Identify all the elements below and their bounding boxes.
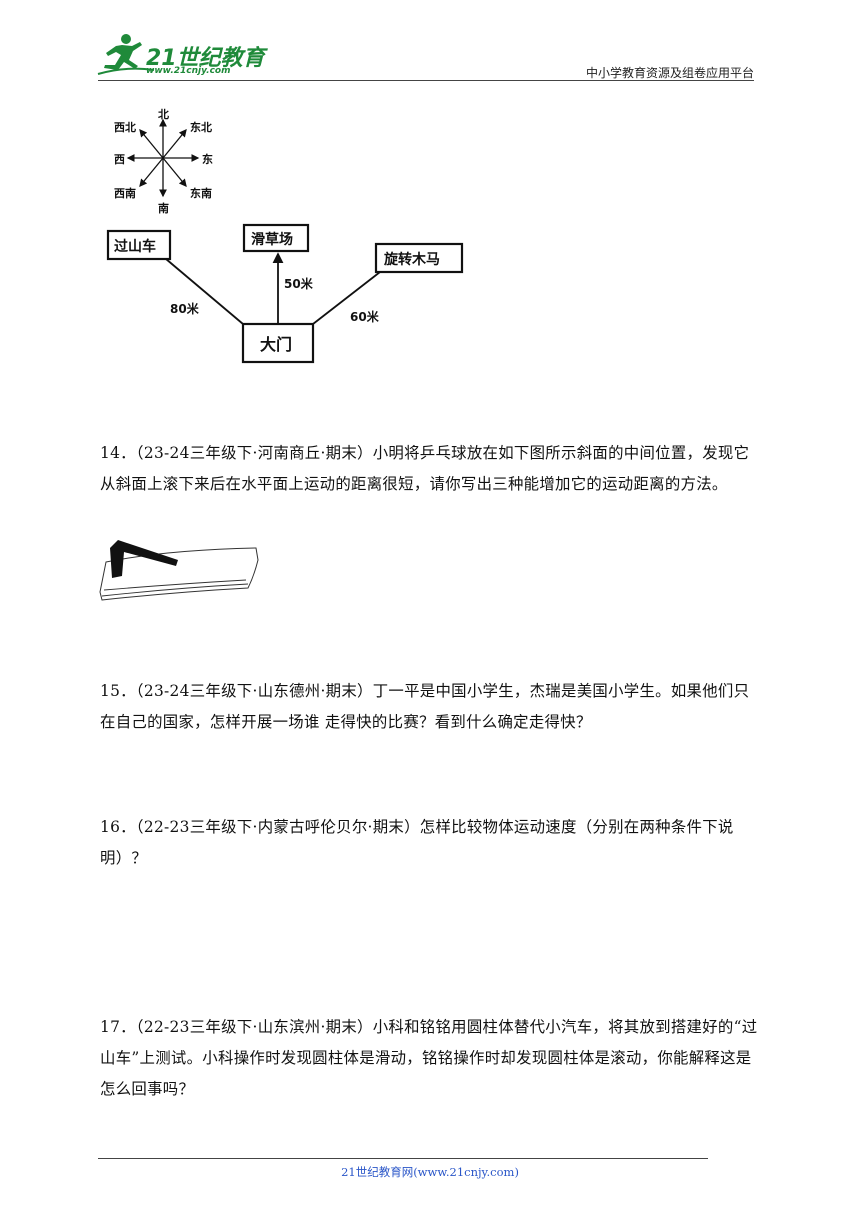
question-16: 16．（22-23三年级下·内蒙古呼伦贝尔·期末）怎样比较物体运动速度（分别在两… [100, 812, 760, 874]
gate-label: 大门 [260, 335, 292, 354]
question-17: 17．（22-23三年级下·山东滨州·期末）小科和铭铭用圆柱体替代小汽车，将其放… [100, 1012, 760, 1105]
carousel-distance: 60米 [350, 309, 380, 324]
ramp-diagram [99, 540, 259, 601]
compass-east: 东 [202, 152, 213, 166]
grass-slide-label: 滑草场 [251, 231, 293, 248]
grass-slide-distance: 50米 [284, 276, 314, 291]
logo-text: 21世纪教育 [146, 46, 265, 71]
roller-coaster-distance: 80米 [170, 301, 200, 316]
question-15: 15．（23-24三年级下·山东德州·期末）丁一平是中国小学生，杰瑞是美国小学生… [100, 676, 760, 738]
question-number: 15． [100, 682, 136, 700]
question-text: （23-24三年级下·河南商丘·期末）小明将乒乓球放在如下图所示斜面的中间位置，… [100, 444, 750, 493]
compass-north: 北 [158, 107, 169, 121]
compass-west: 西 [114, 153, 125, 166]
platform-title: 中小学教育资源及组卷应用平台 [585, 66, 754, 80]
compass-northwest: 西北 [114, 120, 136, 134]
compass-rose [126, 118, 200, 198]
site-logo [96, 30, 261, 80]
park-map-figure: 北 南 东 西 东北 西北 东南 西南 过山车 滑草场 旋转木马 大门 [96, 100, 476, 374]
header-divider [98, 80, 754, 81]
ramp-figure [96, 536, 268, 610]
carousel-label: 旋转木马 [383, 251, 440, 268]
question-number: 17． [100, 1018, 136, 1036]
question-number: 14． [100, 444, 136, 462]
compass-northeast: 东北 [190, 120, 212, 134]
compass-south: 南 [158, 201, 169, 215]
runner-logo-icon [97, 34, 155, 75]
roller-coaster-label: 过山车 [114, 238, 156, 255]
footer-divider [98, 1158, 708, 1159]
footer-link[interactable]: 21世纪教育网(www.21cnjy.com) [341, 1165, 519, 1179]
carousel-box [374, 242, 464, 274]
question-text: （23-24三年级下·山东德州·期末）丁一平是中国小学生，杰瑞是美国小学生。如果… [100, 682, 750, 731]
compass-southeast: 东南 [190, 186, 212, 200]
question-14: 14．（23-24三年级下·河南商丘·期末）小明将乒乓球放在如下图所示斜面的中间… [100, 438, 760, 500]
logo-url: www.21cnjy.com [146, 66, 231, 76]
question-text: （22-23三年级下·内蒙古呼伦贝尔·期末）怎样比较物体运动速度（分别在两种条件… [100, 818, 734, 867]
question-text: （22-23三年级下·山东滨州·期末）小科和铭铭用圆柱体替代小汽车，将其放到搭建… [100, 1018, 758, 1098]
map-paths [165, 252, 381, 325]
roller-coaster-box [106, 229, 172, 261]
park-map-diagram: 北 南 东 西 东北 西北 东南 西南 过山车 滑草场 旋转木马 大门 [106, 107, 464, 364]
grass-slide-box [242, 223, 310, 253]
question-number: 16． [100, 818, 136, 836]
compass-southwest: 西南 [114, 186, 136, 200]
